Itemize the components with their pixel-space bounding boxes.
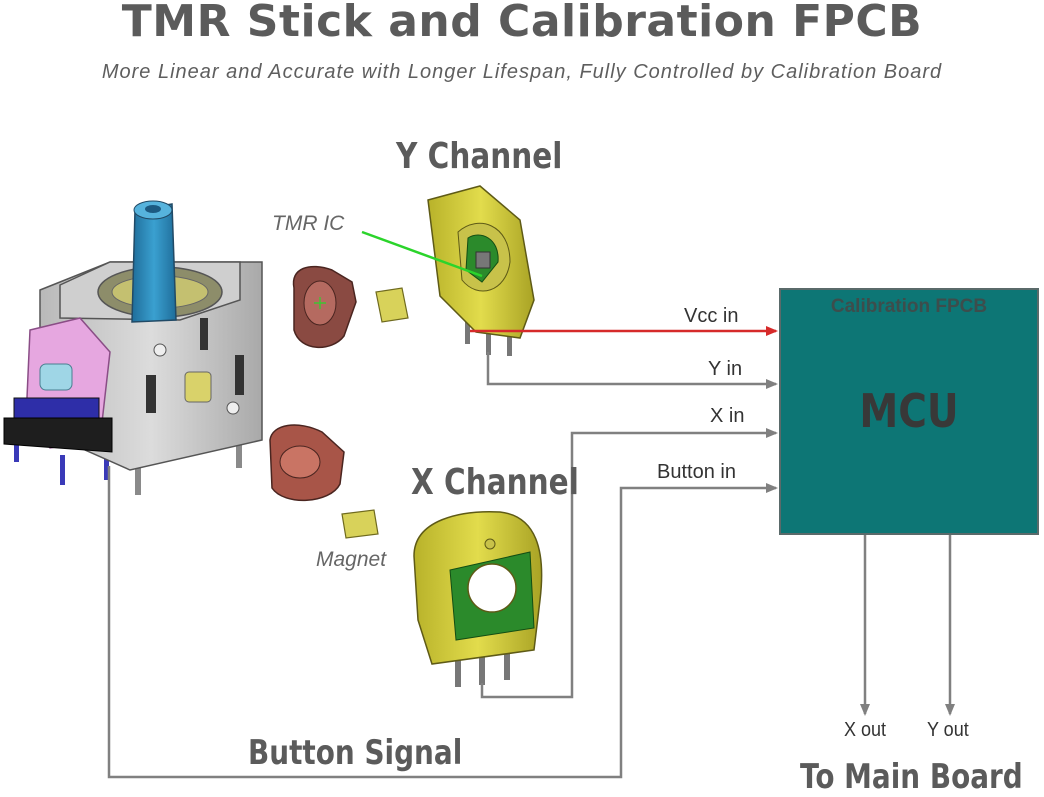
magnet-holder-lower-icon (269, 424, 345, 501)
y-in-label: Y in (708, 358, 743, 380)
page-subtitle: More Linear and Accurate with Longer Lif… (101, 61, 943, 83)
vcc-in-label: Vcc in (684, 305, 739, 327)
magnet-label: Magnet (316, 548, 387, 571)
magnet-upper-icon (375, 287, 409, 323)
calibration-fpcb-label: Calibration FPCB (830, 296, 988, 317)
tmr-ic-pointer (361, 230, 483, 278)
magnet-holder-upper-icon (292, 265, 357, 349)
y-out-label: Y out (927, 719, 969, 741)
to-main-board-label: To Main Board (800, 757, 1023, 797)
x-in-label: X in (710, 405, 745, 427)
joystick-module-icon (3, 200, 263, 495)
x-channel-label: X Channel (411, 462, 579, 503)
x-out-label: X out (844, 719, 887, 741)
mcu-label: MCU (859, 384, 959, 438)
button-in-label: Button in (657, 461, 736, 483)
x-channel-sensor-icon (413, 511, 543, 687)
y-channel-label: Y Channel (396, 136, 563, 177)
page-title: TMR Stick and Calibration FPCB (121, 0, 923, 47)
magnet-lower-icon (341, 509, 379, 539)
button-in-line (107, 466, 778, 779)
calibration-board: Calibration FPCB MCU (779, 288, 1039, 535)
tmr-ic-label: TMR IC (272, 212, 345, 235)
y-in-line (486, 352, 778, 389)
y-channel-sensor-icon (427, 185, 535, 356)
button-signal-label: Button Signal (248, 733, 463, 773)
x-in-line (480, 428, 778, 699)
